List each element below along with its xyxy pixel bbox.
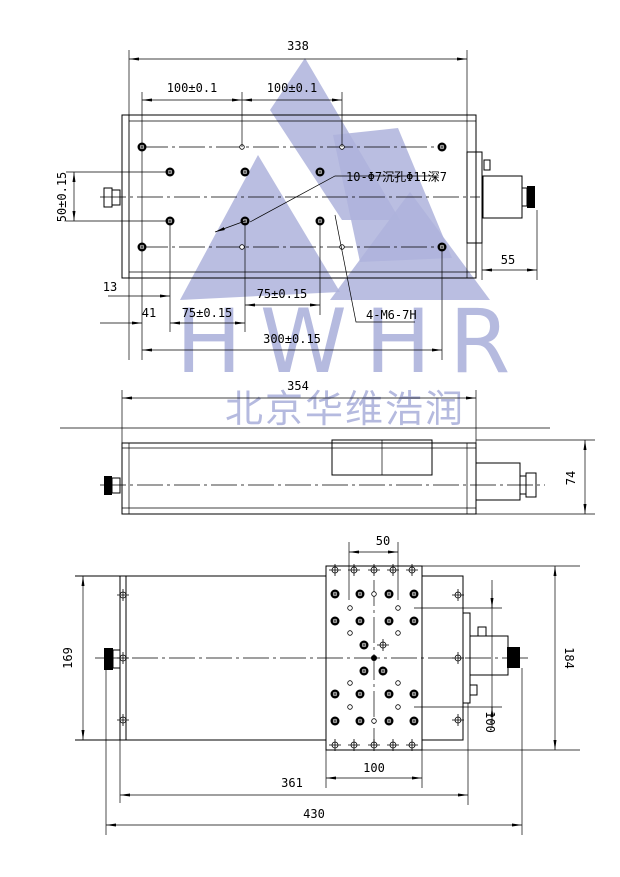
dim-74: 74: [564, 471, 578, 485]
dim-75-a: 75±0.15: [182, 306, 233, 320]
dim-100-horizontal: 100: [363, 761, 385, 775]
dim-361: 361: [281, 776, 303, 790]
dim-pitch-2: 100±0.1: [267, 81, 318, 95]
callout-holes: 10-Φ7沉孔Φ11深7: [346, 170, 447, 184]
callout-threads: 4-M6-7H: [366, 308, 417, 322]
dim-13: 13: [103, 280, 117, 294]
dim-354: 354: [287, 379, 309, 393]
dim-75-b: 75±0.15: [257, 287, 308, 301]
dim-vertical-pitch: 50±0.15: [55, 172, 69, 223]
dim-300: 300±0.15: [263, 332, 321, 346]
dim-pitch-1: 100±0.1: [167, 81, 218, 95]
dim-184: 184: [562, 647, 576, 669]
dim-55: 55: [501, 253, 515, 267]
dim-430: 430: [303, 807, 325, 821]
dim-169: 169: [61, 647, 75, 669]
dim-100-vertical: 100: [483, 711, 497, 733]
dim-50: 50: [376, 534, 390, 548]
watermark-company: 北京华维浩润: [225, 387, 465, 431]
side-view: [60, 390, 595, 515]
bottom-view: [75, 542, 580, 835]
watermark-brand: HWHR: [176, 290, 529, 393]
top-view: [66, 50, 538, 360]
dim-41: 41: [142, 306, 156, 320]
dim-338: 338: [287, 39, 309, 53]
